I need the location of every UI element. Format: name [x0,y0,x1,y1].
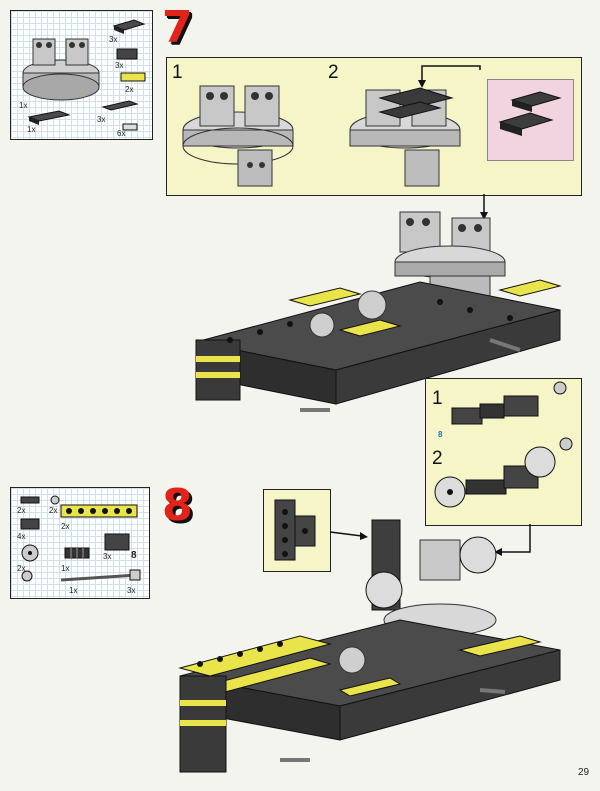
qty-label: 4x [17,532,26,541]
qty-label: 6x [117,129,126,138]
substep-1-label: 1 [432,388,443,409]
step8-parts-list: 2x 2x 4x 2x 2x 1x 3x 8 1x 3x [10,487,150,599]
qty-label: 1x [19,101,28,110]
yellow-technic-beam-icon [60,504,138,518]
qty-label: 3x [127,586,136,595]
small-gear-icon [21,570,33,582]
page-number: 29 [578,767,590,778]
qty-label: 3x [115,61,124,70]
plate-2x4-icon [27,110,71,125]
qty-label: 2x [125,85,134,94]
substep-2-label: 2 [328,62,339,83]
inset-plates [498,91,562,136]
substep-1-label: 1 [172,62,183,83]
turntable-icon [22,38,100,101]
axle-length-label: 8 [438,430,443,439]
plate-2x3-icon [112,19,146,34]
plate-1x4-icon [101,100,139,111]
qty-label: 2x [61,522,70,531]
qty-label: 2x [17,564,26,573]
brick-1x2-icon [116,48,138,60]
plate-1x2-icon [20,496,40,504]
connector-peg-icon [122,123,138,131]
qty-label: 3x [109,35,118,44]
step8-number: 8 [162,480,193,531]
bush-icon [50,495,60,505]
substep1-assembly [182,85,294,187]
technic-brick-1x2-icon [20,518,40,530]
pulley-wheel-icon [21,544,39,562]
step7-main-model [195,211,562,412]
substep2-pulley-assembly [434,437,573,508]
substep-2-label: 2 [432,448,443,469]
qty-label: 1x [27,125,36,134]
qty-label: 3x [97,115,106,124]
step7-parts-list: 3x 3x 2x 1x 1x 3x 6x [10,10,153,140]
qty-label: 1x [61,564,70,573]
step7-number: 7 [162,2,193,53]
yellow-plate-1x2-icon [120,72,146,82]
substep1-worm-assembly [451,381,567,425]
worm-gear-icon [64,547,90,559]
substep2-assembly [349,87,461,187]
qty-label: 2x [49,506,58,515]
qty-label: 2x [17,506,26,515]
qty-label: 3x [103,552,112,561]
axle-length-label: 8 [131,550,137,561]
axle-8-icon [60,573,138,582]
qty-label: 1x [69,586,78,595]
cross-block-icon [129,569,141,581]
step8-main-model [178,519,561,773]
technic-brick-2x2-icon [104,533,130,551]
bracket-brick [274,499,316,561]
